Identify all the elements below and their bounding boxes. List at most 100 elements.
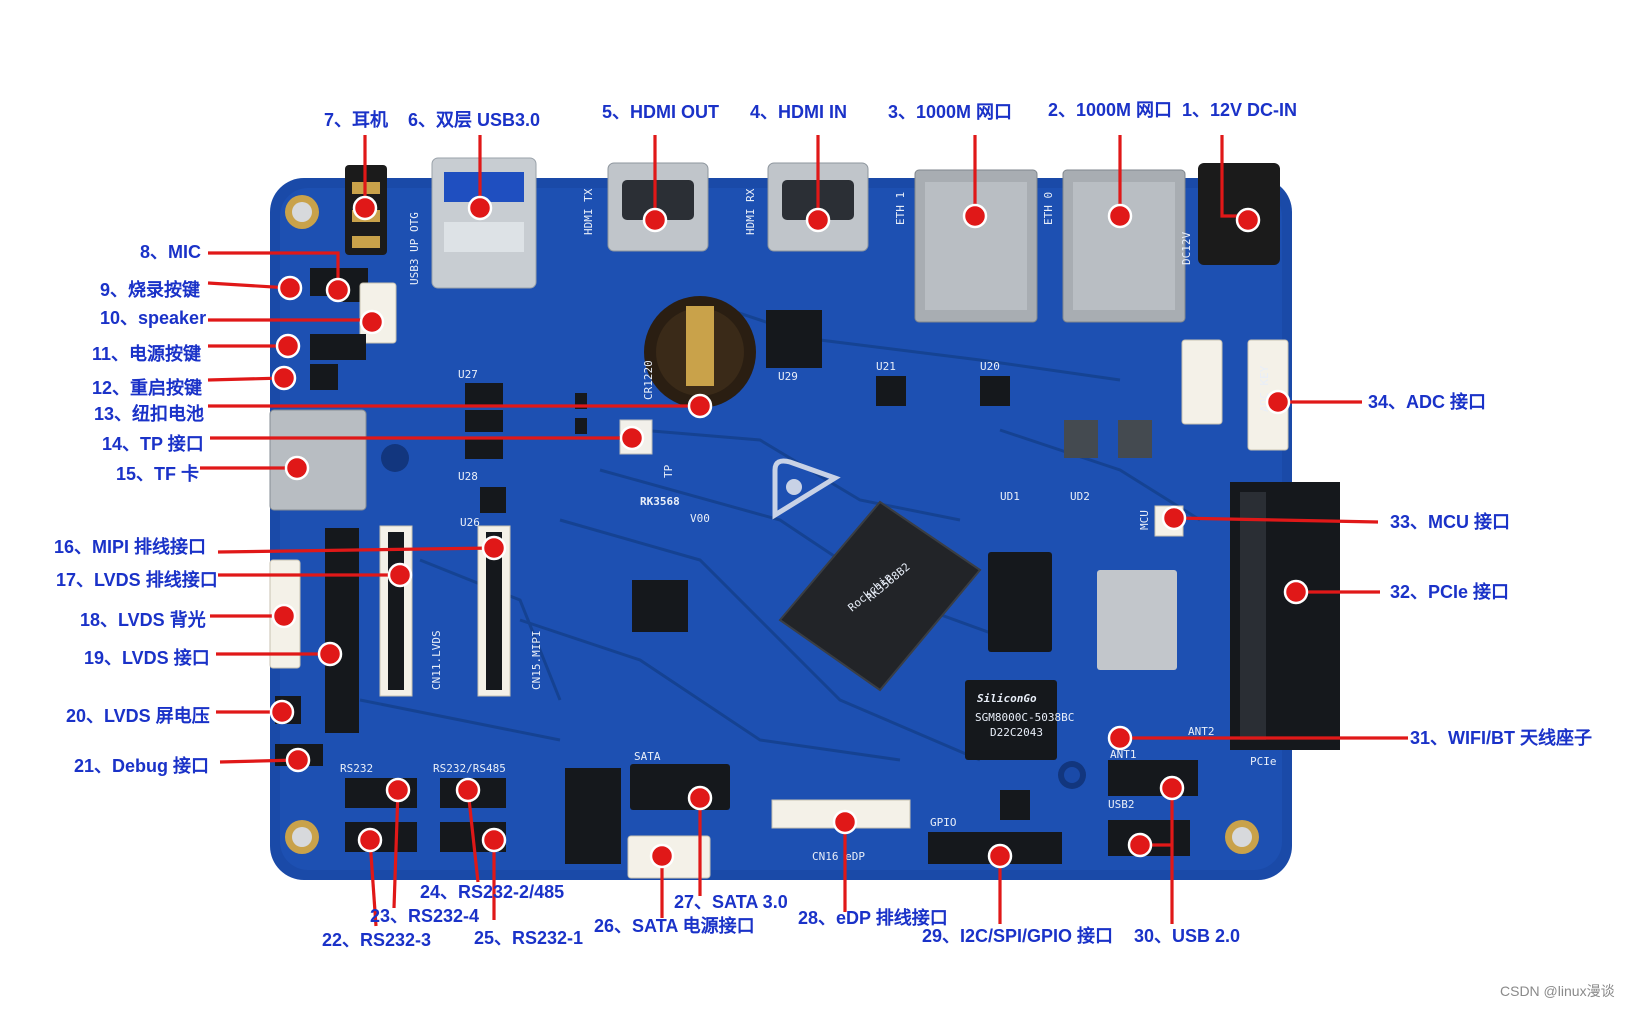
silk-cr1220: CR1220 <box>642 360 655 400</box>
pmic-code: D22C2043 <box>990 726 1043 739</box>
silk-u21: U21 <box>876 360 896 373</box>
pcie-slot <box>1230 482 1340 750</box>
callout-16: 16、MIPI 排线接口 <box>54 536 206 557</box>
silk-hdmi-rx: HDMI RX <box>744 188 757 235</box>
silkscreen: HDMI TX HDMI RX ETH 1 ETH 0 DC12V CR1220… <box>340 188 1277 863</box>
silk-u29: U29 <box>778 370 798 383</box>
silk-tp: TP <box>662 464 675 478</box>
silk-hdmi-tx: HDMI TX <box>582 188 595 235</box>
dot-30a <box>1159 775 1185 801</box>
silk-u20: U20 <box>980 360 1000 373</box>
callout-4: 4、HDMI IN <box>750 102 847 122</box>
silk-lvds-cn: CN11.LVDS <box>430 630 443 690</box>
callout-7: 7、耳机 <box>324 110 388 130</box>
silk-mipi-cn: CN15.MIPI <box>530 630 543 690</box>
eth1-port <box>914 169 1038 323</box>
dot-25 <box>481 827 507 853</box>
callout-29: 29、I2C/SPI/GPIO 接口 <box>922 925 1113 946</box>
dot-14 <box>619 425 645 451</box>
pmic-brand: SiliconGo <box>977 692 1037 705</box>
callout-12: 12、重启按键 <box>92 377 202 398</box>
callout-2: 2、1000M 网口 <box>1048 100 1172 120</box>
dot-18 <box>271 603 297 629</box>
leader-lines <box>200 135 1408 927</box>
dot-17 <box>387 562 413 588</box>
silk-u27: U27 <box>458 368 478 381</box>
callout-32: 32、PCIe 接口 <box>1390 581 1509 602</box>
dot-32 <box>1283 579 1309 605</box>
silk-ud2: UD2 <box>1070 490 1090 503</box>
mounting-holes <box>285 195 1259 854</box>
silk-edp: CN16 eDP <box>812 850 865 863</box>
silk-u28: U28 <box>458 470 478 483</box>
chip-marking: RK3568 <box>640 495 680 508</box>
u27-ics <box>465 383 587 513</box>
callout-33: 33、MCU 接口 <box>1390 511 1510 532</box>
dot-12 <box>271 365 297 391</box>
silk-pcie: PCIe <box>1250 755 1277 768</box>
dot-3 <box>962 203 988 229</box>
callout-18: 18、LVDS 背光 <box>80 609 206 630</box>
silk-usb3: USB3 UP OTG <box>408 212 421 285</box>
dot-15 <box>284 455 310 481</box>
dot-27 <box>687 785 713 811</box>
callout-24: 24、RS232-2/485 <box>420 882 564 902</box>
dot-9 <box>277 275 303 301</box>
callout-19: 19、LVDS 接口 <box>84 647 210 668</box>
dot-22 <box>357 827 383 853</box>
pmic-part: SGM8000C-5038BC <box>975 711 1074 724</box>
dot-2 <box>1107 203 1133 229</box>
memory-chips <box>632 310 1177 760</box>
tf-card-slot <box>269 409 367 511</box>
dot-10 <box>359 309 385 335</box>
pcb-traces <box>359 298 1201 762</box>
callout-labels: 1、12V DC-IN 2、1000M 网口 3、1000M 网口 4、HDMI… <box>54 100 1592 950</box>
silk-u26: U26 <box>460 516 480 529</box>
soc-rk3568: Rockchip RK3568B2 <box>778 500 982 692</box>
silk-gpio: GPIO <box>930 816 957 829</box>
dot-26 <box>649 843 675 869</box>
dot-29 <box>987 843 1013 869</box>
dot-7 <box>352 195 378 221</box>
silk-ant2: ANT2 <box>1188 725 1215 738</box>
silk-mcu: MCU <box>1138 510 1151 530</box>
watermark: CSDN @linux漫谈 <box>1500 983 1615 999</box>
callout-1: 1、12V DC-IN <box>1182 100 1297 120</box>
callout-28: 28、eDP 排线接口 <box>798 907 948 928</box>
callout-26: 26、SATA 电源接口 <box>594 915 755 936</box>
callout-25: 25、RS232-1 <box>474 928 583 948</box>
silk-ant1: ANT1 <box>1110 748 1137 761</box>
coin-cell-holder <box>644 296 756 408</box>
dot-6 <box>467 195 493 221</box>
callout-30: 30、USB 2.0 <box>1134 926 1240 946</box>
callout-17: 17、LVDS 排线接口 <box>56 569 218 590</box>
callout-31: 31、WIFI/BT 天线座子 <box>1410 727 1592 748</box>
dot-34 <box>1265 389 1291 415</box>
usb3-double-port <box>431 157 537 289</box>
rk-logo <box>772 458 841 520</box>
silk-dc12v: DC12V <box>1180 232 1193 265</box>
callout-10: 10、speaker <box>100 308 206 328</box>
dot-28 <box>832 809 858 835</box>
silk-rs232: RS232 <box>340 762 373 775</box>
eth0-port <box>1062 169 1186 323</box>
callout-34: 34、ADC 接口 <box>1368 391 1486 412</box>
silk-eth0: ETH 0 <box>1042 192 1055 225</box>
dot-30b <box>1127 832 1153 858</box>
version-marking: V00 <box>690 512 710 525</box>
silk-usb2: USB2 <box>1108 798 1135 811</box>
callout-14: 14、TP 接口 <box>102 433 204 454</box>
callout-6: 6、双层 USB3.0 <box>408 110 540 130</box>
silk-sata: SATA <box>634 750 661 763</box>
dot-21 <box>285 747 311 773</box>
callout-23: 23、RS232-4 <box>370 906 479 926</box>
callout-3: 3、1000M 网口 <box>888 102 1012 122</box>
marker-dots <box>269 195 1309 869</box>
dot-24 <box>455 777 481 803</box>
dot-23 <box>385 777 411 803</box>
silk-rs232-485: RS232/RS485 <box>433 762 506 775</box>
dot-20 <box>269 699 295 725</box>
callout-22: 22、RS232-3 <box>322 930 431 950</box>
dot-8 <box>325 277 351 303</box>
